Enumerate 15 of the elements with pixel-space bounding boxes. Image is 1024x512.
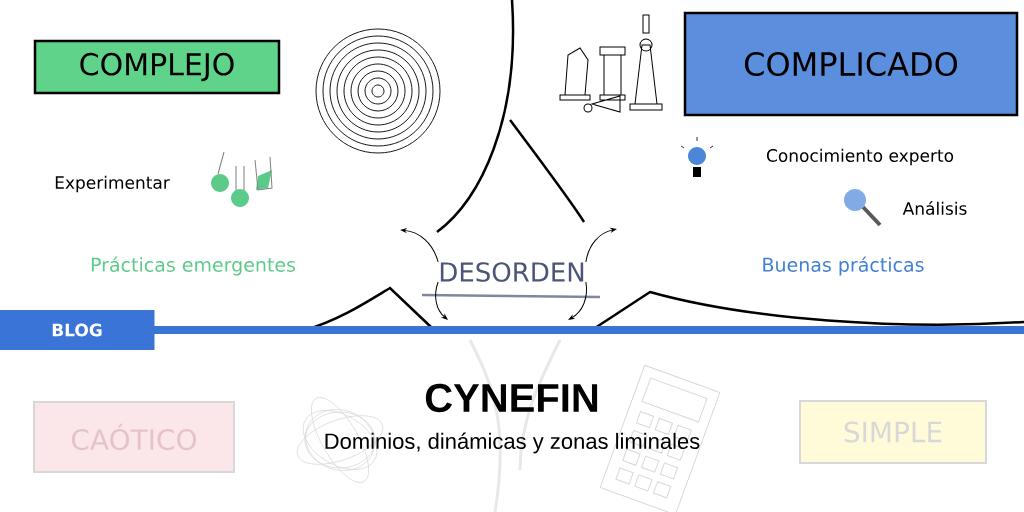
note-text: Análisis — [902, 201, 967, 215]
note-text: Experimentar — [55, 175, 170, 193]
blog-tab: BLOG — [0, 310, 155, 350]
domain-box: COMPLICADO — [683, 11, 1019, 117]
title: CYNEFIN — [425, 383, 598, 413]
arrow — [435, 281, 448, 320]
domain-label: DESORDEN — [440, 262, 584, 282]
arrow — [400, 228, 439, 263]
practice-label: Buenas prácticas — [763, 256, 924, 276]
arrow — [585, 228, 617, 263]
subtitle: Dominios, dinámicas y zonas liminales — [325, 432, 700, 454]
note-text: Conocimiento experto — [766, 148, 954, 166]
domain-box: COMPLEJO — [33, 39, 281, 95]
practice-label: Prácticas emergentes — [91, 256, 296, 276]
arrow — [568, 281, 588, 320]
